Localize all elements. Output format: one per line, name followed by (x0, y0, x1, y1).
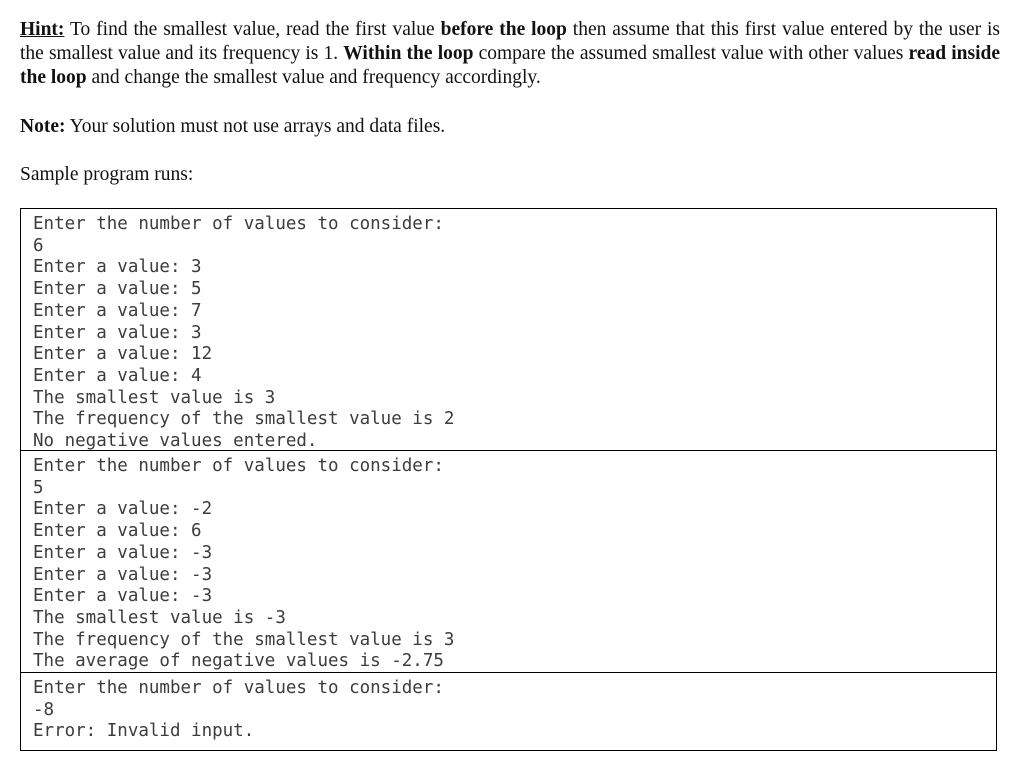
text-segment: Hint: (20, 19, 65, 40)
text-segment: compare the assumed smallest value with … (473, 43, 909, 64)
console-line: Enter a value: 5 (33, 279, 202, 300)
console-line: Enter a value: -3 (33, 542, 213, 563)
text-segment: Within the loop (343, 43, 474, 64)
text-segment: before the loop (440, 19, 567, 40)
console-line: Enter a value: 3 (33, 322, 202, 343)
sample-runs-label: Sample program runs: (20, 164, 194, 185)
text-segment: Note: (20, 116, 66, 137)
console-line: Enter a value: -3 (33, 564, 213, 585)
console-line: -8 (33, 699, 55, 720)
console-line: The average of negative values is -2.75 (33, 651, 444, 672)
console-line: Enter a value: 6 (33, 521, 202, 542)
hint-paragraph: Hint: To find the smallest value, read t… (20, 18, 1000, 90)
text-segment: Your solution must not use arrays and da… (65, 116, 446, 137)
text-segment: To find the smallest value, read the fir… (64, 19, 441, 40)
console-line: Error: Invalid input. (33, 721, 255, 742)
console-line: Enter a value: 12 (33, 344, 213, 365)
console-run-box: Enter the number of values to consider:6… (20, 208, 997, 451)
console-line: No negative values entered. (33, 431, 318, 451)
console-run-box: Enter the number of values to consider:-… (20, 672, 997, 751)
console-line: The frequency of the smallest value is 2 (33, 409, 455, 430)
document-content: Hint: To find the smallest value, read t… (20, 18, 1000, 751)
console-line: 5 (33, 477, 44, 498)
text-segment: and change the smallest value and freque… (86, 67, 541, 88)
console-line: The smallest value is 3 (33, 387, 276, 408)
console-line: The smallest value is -3 (33, 607, 286, 628)
console-line: Enter a value: -2 (33, 499, 213, 520)
console-line: 6 (33, 235, 44, 256)
console-line: Enter the number of values to consider: (33, 678, 444, 698)
console-run-box: Enter the number of values to consider:5… (20, 450, 997, 673)
console-line: Enter a value: 7 (33, 300, 202, 321)
console-line: Enter a value: -3 (33, 586, 213, 607)
console-sample-runs: Enter the number of values to consider:6… (20, 208, 997, 751)
console-line: Enter a value: 3 (33, 257, 202, 278)
console-line: Enter the number of values to consider: (33, 456, 444, 476)
console-line: The frequency of the smallest value is 3 (33, 629, 455, 650)
console-line: Enter a value: 4 (33, 365, 202, 386)
note-paragraph: Note: Your solution must not use arrays … (20, 115, 1000, 139)
text-segment: read inside the loop (20, 43, 1000, 88)
console-line: Enter the number of values to consider: (33, 214, 444, 234)
text-segment: then assume that this first value entere… (20, 19, 1000, 64)
